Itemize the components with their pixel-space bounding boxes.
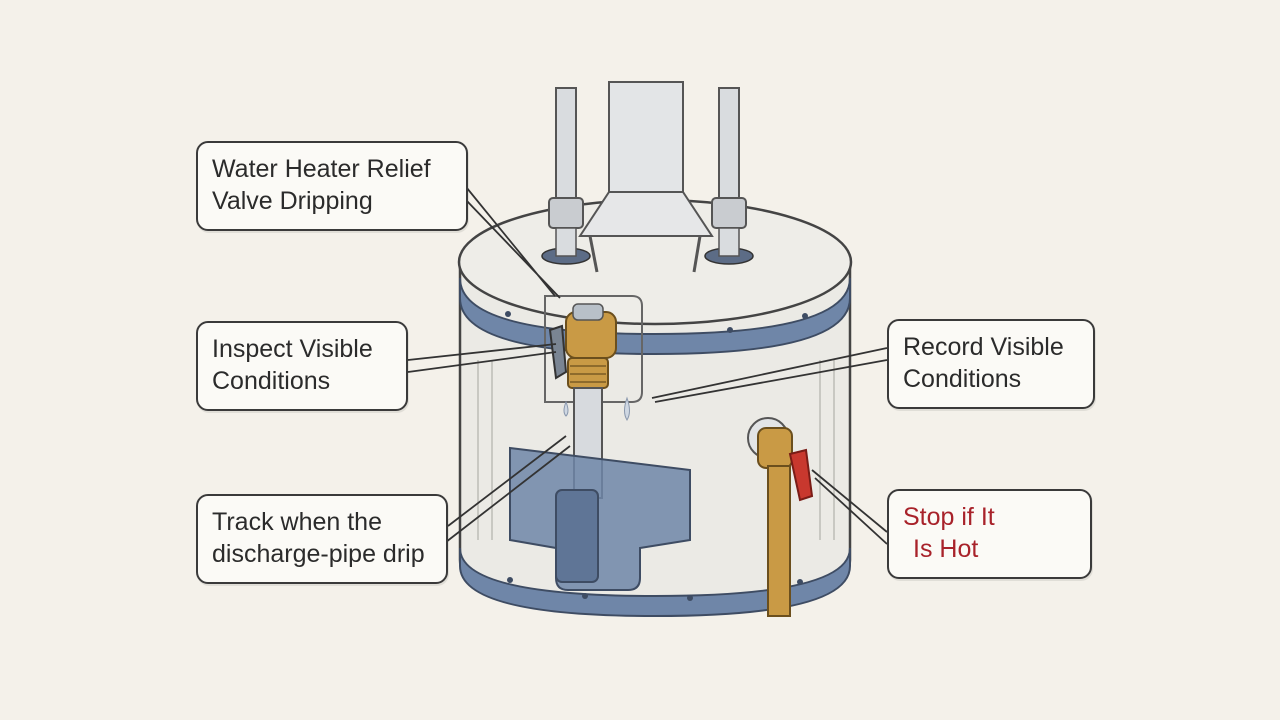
callout-line: Track when the: [212, 508, 382, 536]
pan-channel: [555, 489, 599, 583]
callout-line: Valve Dripping: [212, 187, 373, 215]
relief-valve-icon: [565, 303, 617, 389]
flue-pipe: [608, 81, 684, 193]
flue-hood-legs: [588, 235, 702, 273]
leader-lines: [407, 181, 888, 545]
callout-stop-if-hot: Stop if It Is Hot: [887, 489, 1092, 579]
callout-line: Inspect Visible: [212, 335, 373, 363]
leader-record: [651, 347, 888, 403]
drain-valve-icon: [747, 417, 814, 617]
flue-hood: [578, 191, 714, 237]
callout-inspect-visible-conditions: Inspect Visible Conditions: [196, 321, 408, 411]
leader-track: [445, 435, 571, 543]
pipe-fittings: [541, 197, 754, 265]
callout-line: discharge-pipe drip: [212, 540, 425, 568]
callout-line: Record Visible: [903, 333, 1064, 361]
relief-valve-bracket: [544, 295, 643, 403]
callout-line: Water Heater Relief: [212, 155, 431, 183]
tank-lower-band: [459, 547, 851, 618]
tank-shading: [477, 360, 835, 540]
water-drips: [563, 396, 630, 421]
leader-inspect: [407, 343, 557, 373]
callout-record-visible-conditions: Record Visible Conditions: [887, 319, 1095, 409]
callout-line: Is Hot: [913, 535, 979, 563]
leader-relief: [461, 181, 561, 299]
callout-track-discharge-drip: Track when the discharge-pipe drip: [196, 494, 448, 584]
callout-relief-valve-dripping: Water Heater Relief Valve Dripping: [196, 141, 468, 231]
drain-pan: [509, 446, 691, 591]
callout-line: Stop if It: [903, 503, 995, 531]
callout-line: Conditions: [903, 365, 1022, 393]
callout-line: Conditions: [212, 367, 331, 395]
leader-stop: [811, 469, 888, 545]
relief-valve-handle: [548, 324, 568, 380]
